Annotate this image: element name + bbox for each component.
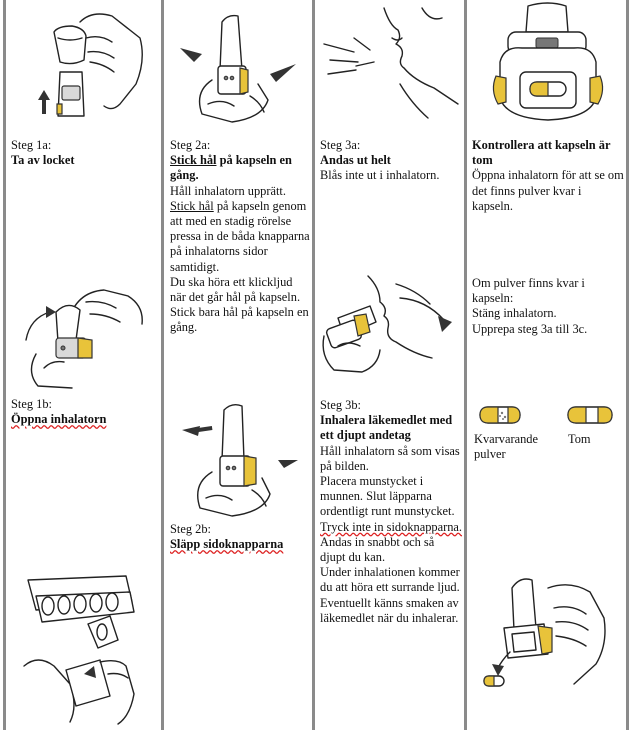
step3b-title: Inhalera läkemedlet med ett djupt andeta… (320, 413, 453, 443)
face-icon (383, 7, 459, 119)
arrow-icon (399, 297, 452, 332)
arrow-icon (323, 37, 375, 75)
step1b-label: Steg 1b: (11, 397, 52, 411)
capsule-icon (483, 675, 505, 687)
inhaler-top-view-illustration (492, 2, 604, 121)
step2a-line3: Du ska höra ett klickljud när det går hå… (170, 274, 301, 305)
arrow-icon (492, 651, 511, 676)
check-text: Öppna inhalatorn för att se om det finns… (472, 168, 624, 213)
step3a-label: Steg 3a: (320, 138, 361, 152)
step1b-title: Öppna inhalatorn (11, 412, 107, 427)
capsule-empty-label: Tom (568, 432, 591, 446)
hand-icon (198, 79, 269, 123)
capsule-remaining-icon (479, 406, 521, 424)
arrow-icon (182, 426, 298, 468)
if-powder-line1: Stäng inhalatorn. (472, 306, 557, 321)
hand-icon (79, 13, 143, 110)
inhaler-open-icon (55, 304, 93, 359)
step2b-label: Steg 2b: (170, 522, 211, 536)
arrow-icon (180, 48, 296, 82)
step2b-title: Släpp sidoknapparna (170, 537, 284, 552)
step2a-line2: Stick hål på kapseln genom att med en st… (170, 198, 310, 274)
capsule-icon (529, 81, 567, 97)
step3b-line3: Tryck inte in sidoknapparna. (320, 519, 463, 534)
capsule-empty-icon (567, 406, 613, 424)
step2a-label: Steg 2a: (170, 138, 211, 152)
step2a-title: Stick hål på kapseln en gång. (170, 153, 292, 183)
step3a-text: Blås inte ut i inhalatorn. (320, 168, 440, 183)
inhaler-body-icon (56, 71, 85, 117)
column-separator (626, 0, 629, 730)
arrow-icon (38, 90, 50, 114)
if-powder-line2: Upprepa steg 3a till 3c. (472, 321, 588, 336)
inhaler-top-view-icon (492, 2, 604, 121)
inhaler-cap-icon (53, 25, 87, 65)
capsule-remaining-label: Kvarvarande pulver (474, 432, 538, 462)
hand-icon (23, 659, 135, 725)
arrow-icon (25, 306, 56, 341)
step3b-line1: Håll inhalatorn så som visas på bilden. (320, 443, 460, 473)
release-buttons-illustration (182, 403, 298, 517)
check-title: Kontrollera att kapseln är tom (472, 138, 611, 168)
hand-icon (30, 289, 143, 389)
inhale-illustration (322, 275, 452, 373)
blister-pack-icon (27, 575, 135, 649)
step1a-label: Steg 1a: (11, 138, 52, 152)
step3b-line4: Andas in snabbt och så djupt du kan. (320, 534, 435, 565)
column-separator (3, 0, 6, 730)
step3a-title: Andas ut helt (320, 153, 391, 168)
column-separator (312, 0, 315, 730)
hand-icon (197, 471, 271, 517)
pierce-capsule-illustration (180, 14, 296, 123)
remove-capsule-illustration (483, 578, 606, 687)
remove-cap-illustration (38, 13, 143, 117)
step3b-line6: Eventuellt känns smaken av läkemedlet nä… (320, 595, 459, 625)
inhaler-upright-icon (217, 14, 249, 95)
inhaler-upright-icon (219, 403, 257, 487)
step2a-line4: Stick bara hål på kapseln en gång. (170, 305, 309, 335)
face-icon (367, 275, 433, 359)
if-powder-label: Om pulver finns kvar i kapseln: (472, 276, 585, 306)
step3b-line2: Placera munstycket i munnen. Slut läppar… (320, 474, 455, 519)
step3b-label: Steg 3b: (320, 398, 361, 412)
hand-icon (547, 584, 606, 685)
step3b-line5: Under inhalationen kommer du att höra et… (320, 565, 460, 595)
inhaler-in-mouth-icon (325, 305, 377, 349)
open-inhaler-illustration (25, 289, 143, 389)
step2a-line1: Håll inhalatorn upprätt. (170, 183, 286, 198)
blister-pack-illustration (23, 575, 135, 725)
column-separator (464, 0, 467, 730)
column-separator (161, 0, 164, 730)
arrow-icon (84, 666, 96, 678)
exhale-illustration (323, 7, 459, 119)
hand-icon (322, 335, 381, 373)
inhaler-upright-icon (503, 578, 553, 659)
step1a-title: Ta av locket (11, 153, 75, 168)
